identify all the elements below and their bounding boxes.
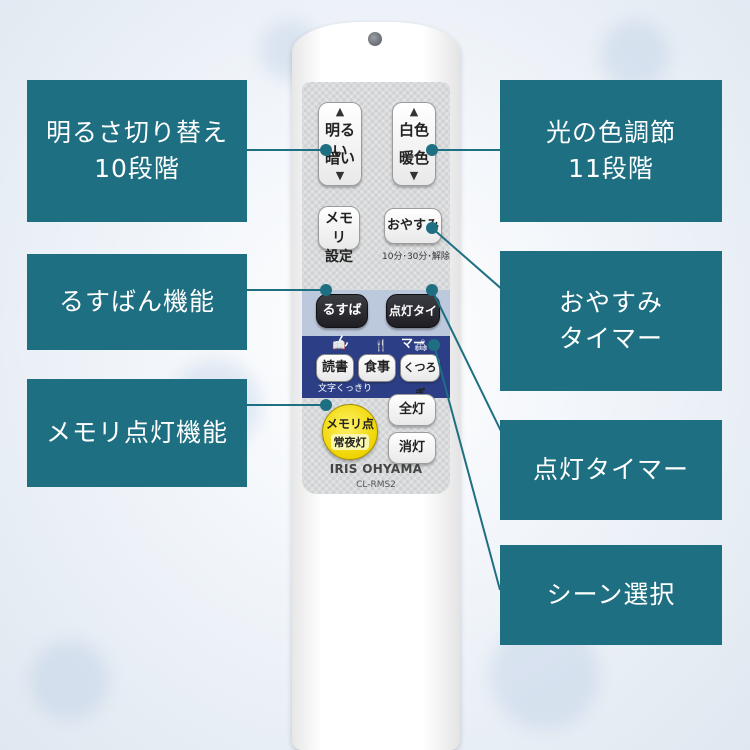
color-rocker[interactable]: ▲ 白色 暖色 ▼	[392, 102, 436, 186]
rusuban-button[interactable]: るすばん	[316, 294, 368, 350]
brand-logo: IRIS OHYAMA	[329, 462, 423, 476]
bokeh-light	[600, 20, 670, 90]
model-number: CL-RMS2	[356, 480, 396, 490]
memory-on-button[interactable]: メモリ点灯 常夜灯	[322, 404, 378, 460]
callout-scene: シーン選択	[500, 545, 722, 645]
fork-icon: 🍴	[374, 339, 388, 352]
memory-night-label: 常夜灯	[331, 434, 369, 450]
scene-read-button[interactable]: 読書	[316, 354, 354, 382]
callout-timer: 点灯タイマー	[500, 420, 722, 520]
full-on-button[interactable]: 全灯	[388, 394, 436, 426]
callout-oyasumi: おやすみ タイマー	[500, 251, 722, 391]
brightness-rocker[interactable]: ▲ 明るい 暗い ▼	[318, 102, 362, 186]
oyasumi-sublabel: 10分･30分･解除	[382, 252, 450, 262]
bokeh-light	[30, 640, 110, 720]
oyasumi-button[interactable]: おやすみ	[384, 208, 442, 244]
up-arrow-icon: ▲	[409, 105, 419, 118]
up-arrow-icon: ▲	[335, 105, 345, 118]
off-button[interactable]: 消灯	[388, 432, 436, 464]
remote-control: ▲ 明るい 暗い ▼ ▲ 白色 暖色 ▼ メモリ 設定 おやすみ 10分･30分…	[292, 22, 460, 750]
scene-read-sublabel: 文字くっきり	[318, 384, 373, 394]
brightness-down-label: 暗い	[324, 149, 355, 167]
button-panel: ▲ 明るい 暗い ▼ ▲ 白色 暖色 ▼ メモリ 設定 おやすみ 10分･30分…	[302, 82, 450, 494]
callout-memory: メモリ点灯機能	[27, 379, 247, 487]
scene-relax-button[interactable]: くつろぎ	[400, 354, 440, 400]
callout-color: 光の色調節 11段階	[500, 80, 722, 222]
scene-meal-button[interactable]: 食事	[358, 354, 396, 382]
color-white-label: 白色	[398, 121, 429, 139]
down-arrow-icon: ▼	[409, 169, 419, 182]
callout-rusuban: るすばん機能	[27, 254, 247, 350]
color-warm-label: 暖色	[398, 149, 429, 167]
book-icon: 📖	[332, 339, 346, 352]
memory-set-button[interactable]: メモリ 設定	[318, 206, 360, 265]
timer-button[interactable]: 点灯タイマー	[386, 294, 440, 350]
sofa-icon: 🛋	[414, 339, 428, 352]
brightness-up-label: 明るい	[324, 121, 355, 160]
ir-emitter	[368, 32, 382, 46]
down-arrow-icon: ▼	[335, 169, 345, 182]
callout-brightness: 明るさ切り替え 10段階	[27, 80, 247, 222]
